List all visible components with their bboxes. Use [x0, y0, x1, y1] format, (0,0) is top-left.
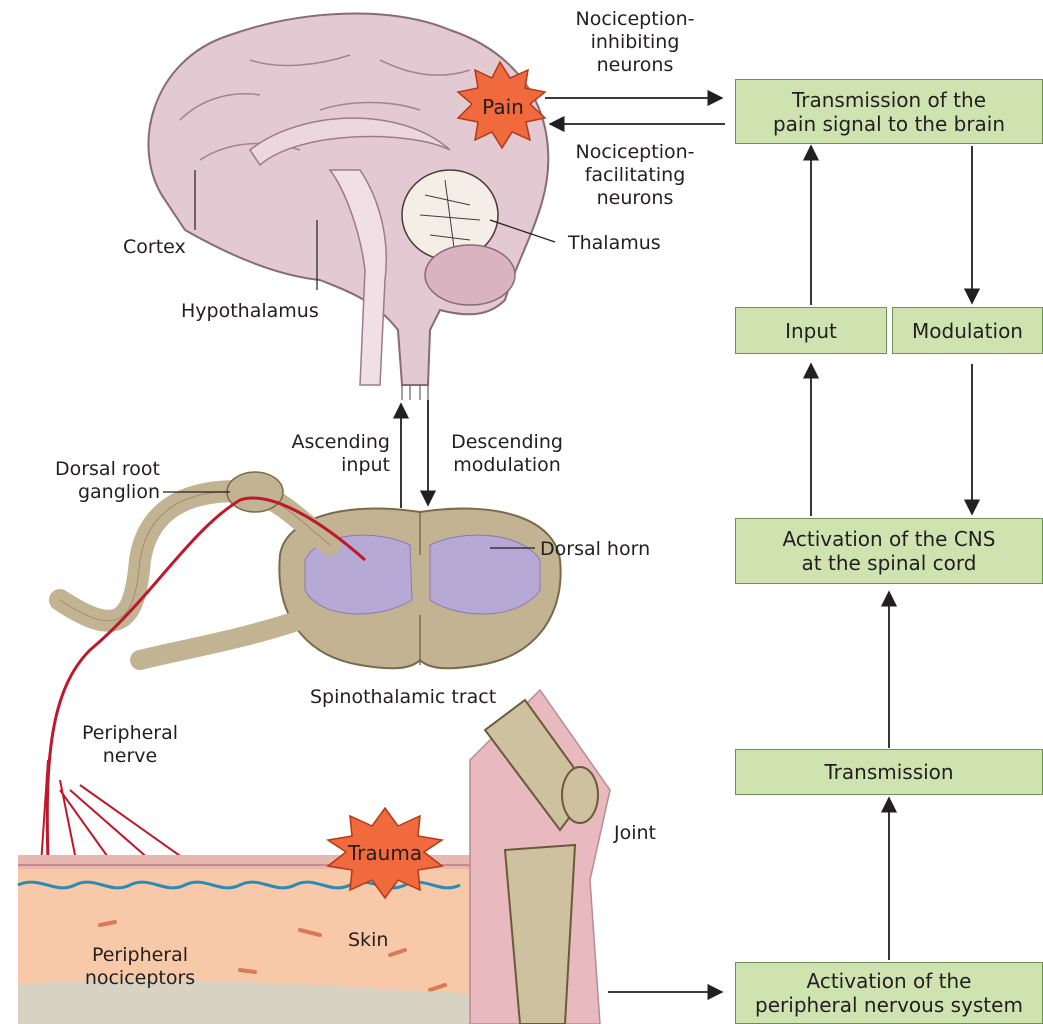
- box-input-text: Input: [785, 319, 837, 343]
- hypothalamus-label: Hypothalamus: [181, 300, 319, 323]
- skin-label: Skin: [348, 929, 388, 952]
- box-activation-cns-text: Activation of the CNS at the spinal cord: [783, 527, 996, 575]
- pain-label: Pain: [472, 95, 534, 119]
- box-transmission-text: Transmission: [824, 760, 953, 784]
- peripheral-nociceptors-label: Peripheral nociceptors: [70, 944, 210, 990]
- descending-modulation-label: Descending modulation: [432, 431, 582, 477]
- dorsal-root-ganglion-label: Dorsal root ganglion: [20, 458, 160, 504]
- dorsal-root-ganglion: [227, 472, 283, 512]
- spinal-tracts: [402, 385, 428, 400]
- box-activation-cns: Activation of the CNS at the spinal cord: [735, 518, 1043, 584]
- box-activation-pns: Activation of the peripheral nervous sys…: [735, 962, 1043, 1024]
- ascending-input-label: Ascending input: [240, 431, 390, 477]
- thalamus-label: Thalamus: [568, 232, 661, 255]
- cortex-label: Cortex: [123, 236, 186, 259]
- trauma-label: Trauma: [340, 841, 430, 865]
- knee-joint-illustration: [470, 690, 610, 1024]
- pons: [425, 245, 515, 305]
- skin-illustration: [18, 855, 508, 1024]
- joint-label: Joint: [614, 822, 656, 845]
- nociception-inhibiting-label: Nociception- inhibiting neurons: [555, 8, 715, 77]
- box-transmission: Transmission: [735, 749, 1043, 795]
- patella: [562, 767, 598, 823]
- box-activation-pns-text: Activation of the peripheral nervous sys…: [755, 969, 1023, 1017]
- box-modulation: Modulation: [892, 307, 1043, 354]
- ventral-root: [140, 620, 300, 660]
- box-modulation-text: Modulation: [912, 319, 1023, 343]
- box-transmission-to-brain-text: Transmission of the pain signal to the b…: [773, 88, 1005, 136]
- box-transmission-to-brain: Transmission of the pain signal to the b…: [735, 79, 1043, 144]
- nociception-facilitating-label: Nociception- facilitating neurons: [555, 141, 715, 210]
- brain-illustration: [148, 14, 548, 400]
- box-input: Input: [735, 307, 887, 354]
- spinothalamic-tract-label: Spinothalamic tract: [310, 686, 496, 709]
- dorsal-horn-label: Dorsal horn: [540, 538, 650, 561]
- peripheral-nerve-label: Peripheral nerve: [65, 722, 195, 768]
- gray-matter-right: [430, 535, 540, 614]
